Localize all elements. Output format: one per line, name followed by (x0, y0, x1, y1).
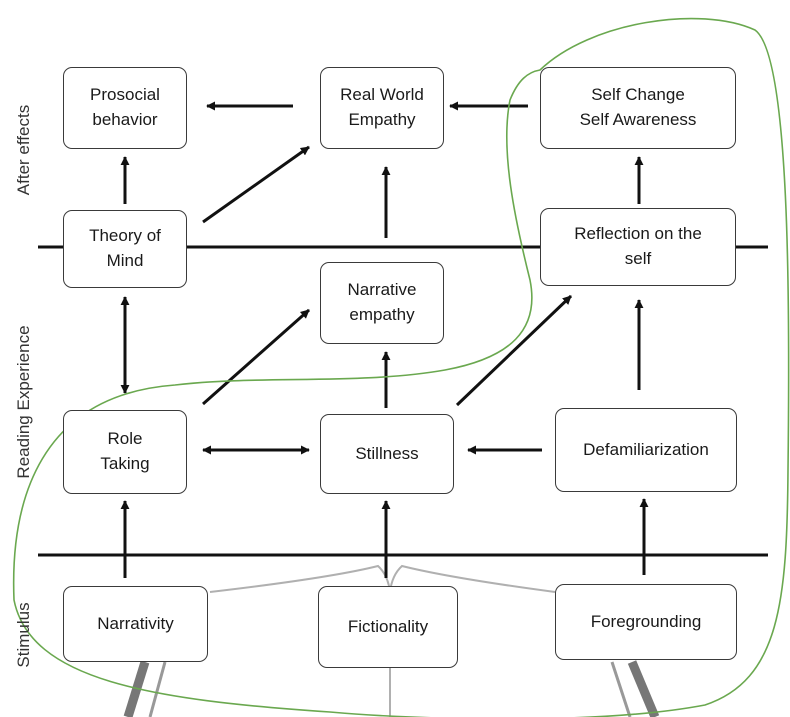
arrow-roletaking-to-narrative-empathy (202, 308, 310, 406)
background-graphic (123, 564, 660, 717)
node-fictionality: Fictionality (318, 586, 458, 668)
node-self-change: Self Change Self Awareness (540, 67, 736, 149)
node-prosocial-behavior: Prosocial behavior (63, 67, 187, 149)
node-stillness: Stillness (320, 414, 454, 494)
node-real-world-empathy: Real World Empathy (320, 67, 444, 149)
node-narrativity: Narrativity (63, 586, 208, 662)
node-role-taking: Role Taking (63, 410, 187, 494)
node-reflection-on-self: Reflection on the self (540, 208, 736, 286)
node-label: Fictionality (347, 616, 429, 636)
node-theory-of-mind: Theory of Mind (63, 210, 187, 288)
node-label: Narrativity (97, 613, 174, 633)
node-defamiliarization: Defamiliarization (555, 408, 737, 492)
node-label: Foregrounding (590, 611, 702, 631)
side-label-stimulus: Stimulus (14, 602, 33, 668)
node-label: Stillness (355, 443, 419, 463)
node-label: Prosocial behavior (90, 85, 160, 129)
arrow-tom-to-rwe (202, 145, 310, 224)
node-label: Defamiliarization (583, 439, 709, 459)
arrow-stillness-to-reflection (455, 294, 573, 407)
node-label: Theory of Mind (89, 226, 161, 270)
node-label: Real World Empathy (340, 85, 424, 129)
side-label-reading-experience: Reading Experience (14, 325, 33, 479)
side-label-after-effects: After effects (14, 104, 33, 196)
node-label: Reflection on the self (574, 224, 702, 268)
node-foregrounding: Foregrounding (555, 584, 737, 660)
node-narrative-empathy: Narrative empathy (320, 262, 444, 344)
node-label: Narrative empathy (347, 280, 417, 324)
node-label: Role Taking (100, 429, 150, 473)
highlight-loop (12, 17, 790, 717)
node-label: Self Change Self Awareness (579, 85, 697, 129)
